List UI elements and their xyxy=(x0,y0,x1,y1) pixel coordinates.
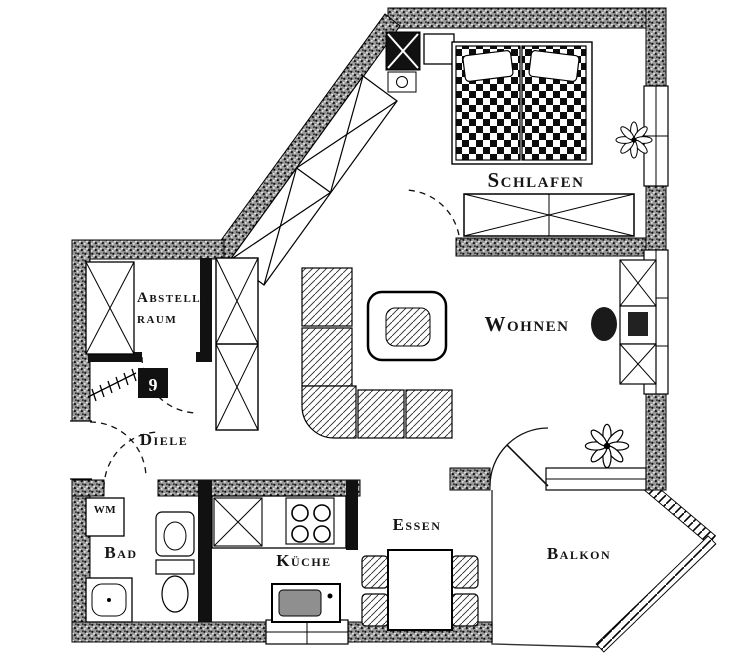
desk-chair xyxy=(591,307,617,341)
dining-furniture xyxy=(361,549,479,631)
coffee-table xyxy=(366,290,448,362)
sofa-corner xyxy=(301,385,357,439)
room-label-abstellraum-line2: raum xyxy=(137,311,177,327)
boiler-unit xyxy=(387,71,417,93)
unit-number-badge: 9 xyxy=(138,368,168,398)
x-brace xyxy=(619,343,657,385)
nightstand xyxy=(423,33,455,65)
bedroom-furniture xyxy=(385,31,653,237)
wall-storage-right xyxy=(200,258,212,356)
x-brace xyxy=(85,261,135,355)
chimney-shaft xyxy=(385,31,421,93)
burner xyxy=(313,525,331,543)
hall-cabinet xyxy=(215,257,259,431)
desk-monitor xyxy=(628,312,648,336)
dining-chair xyxy=(361,555,389,589)
unit-number-box xyxy=(138,368,168,398)
bath-furniture: WM xyxy=(85,497,195,623)
wall-top xyxy=(387,7,667,29)
room-label-wohnen: Wohnen xyxy=(484,312,569,336)
sofa-cushion xyxy=(405,389,453,439)
faucet xyxy=(327,593,333,599)
sofa-cushion xyxy=(301,267,353,327)
balcony-floor-edge xyxy=(491,490,600,648)
x-brace xyxy=(619,259,657,307)
wall-kitchen-dining-divider xyxy=(346,480,358,550)
room-label-bad: Bad xyxy=(104,543,137,562)
bedroom-wardrobe xyxy=(463,193,635,237)
desk-area xyxy=(591,259,657,385)
drain xyxy=(107,598,111,602)
boiler-dial xyxy=(396,76,408,88)
sofa-cushion xyxy=(301,327,353,387)
washing-machine xyxy=(85,497,125,537)
bathroom-sink xyxy=(155,511,195,557)
toilet xyxy=(155,559,195,613)
kitchen-base-unit xyxy=(271,583,341,623)
x-brace xyxy=(263,167,298,286)
interior-walls xyxy=(88,258,358,622)
pillow xyxy=(462,50,514,82)
room-label-balkon: Balkon xyxy=(547,544,611,563)
balcony xyxy=(491,481,717,653)
room-labels: Schlafen Wohnen Abstell- raum Diele Bad … xyxy=(104,168,611,570)
kitchen-sink-unit xyxy=(213,497,263,547)
x-brace xyxy=(329,75,364,193)
room-label-essen: Essen xyxy=(393,515,442,534)
radiator-icon xyxy=(87,368,137,402)
burner xyxy=(313,504,331,522)
burner xyxy=(291,504,309,522)
wall-right xyxy=(645,7,667,491)
window-bedroom xyxy=(643,85,669,187)
x-brace xyxy=(215,257,259,345)
window-kitchen xyxy=(265,619,349,645)
dining-chair xyxy=(361,593,389,627)
sofa xyxy=(301,267,453,439)
wall-balcony-stub xyxy=(449,467,491,491)
storage-furniture xyxy=(85,261,135,355)
balcony-railing-segment xyxy=(595,535,717,653)
entrance-opening xyxy=(70,420,92,480)
doors xyxy=(89,189,549,489)
dining-chair xyxy=(451,593,479,627)
unit-number: 9 xyxy=(149,375,158,395)
sofa-cushion xyxy=(357,389,405,439)
door-arc-entrance xyxy=(89,421,147,479)
wall-bedroom-living xyxy=(455,237,647,257)
door-arc-bedroom xyxy=(403,189,461,247)
plant-icon xyxy=(584,423,630,469)
wall-storage-top xyxy=(71,239,225,260)
room-label-kueche: Küche xyxy=(276,551,331,570)
entrance-gap xyxy=(70,421,92,479)
burner xyxy=(291,525,309,543)
wall-bath-kitchen-divider xyxy=(198,480,212,622)
wall-bath-kitchen-top xyxy=(157,479,361,497)
x-brace xyxy=(213,497,263,547)
wall-storage-bottom xyxy=(88,352,142,362)
shower xyxy=(85,577,133,623)
kitchen-furniture xyxy=(211,495,347,623)
dining-chair xyxy=(451,555,479,589)
room-label-abstellraum-line1: Abstell- xyxy=(137,290,208,306)
dining-table xyxy=(387,549,453,631)
wall-bath-top-left xyxy=(71,479,105,497)
room-label-diele: Diele xyxy=(140,430,188,449)
door-arc-storage xyxy=(141,356,199,414)
pillow xyxy=(528,50,580,82)
wall-storage-door-stub xyxy=(196,352,212,362)
washing-machine-label: WM xyxy=(94,504,117,516)
living-furniture xyxy=(301,259,657,469)
door-leaf-balcony xyxy=(506,444,549,487)
wardrobe-divider xyxy=(296,167,331,193)
stove xyxy=(285,497,335,545)
plant-icon xyxy=(615,121,653,159)
window-balcony xyxy=(545,467,647,491)
room-label-schlafen: Schlafen xyxy=(487,168,584,192)
x-brace xyxy=(215,343,259,431)
